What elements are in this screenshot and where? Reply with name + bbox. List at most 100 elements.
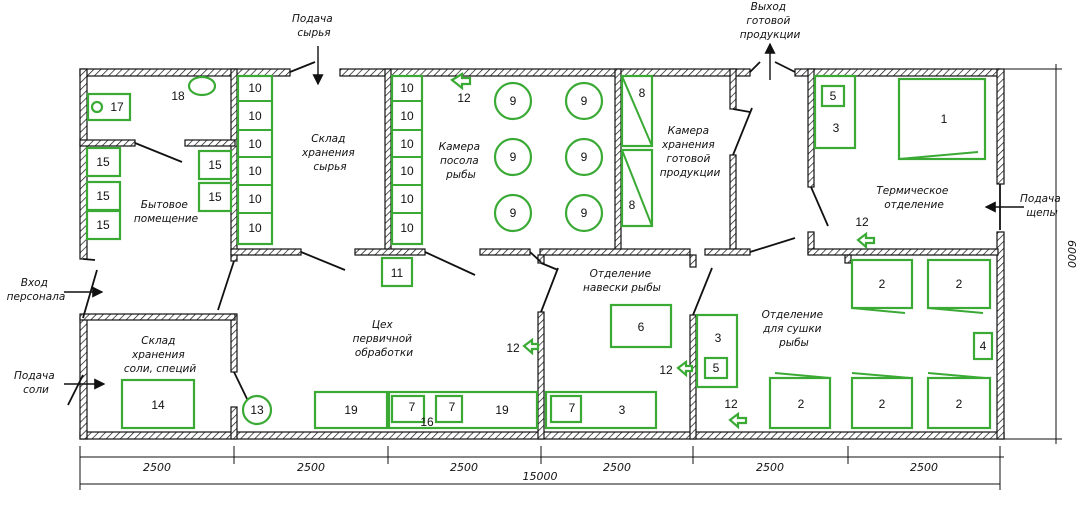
equipment-label-9: 9 bbox=[581, 94, 588, 108]
room-label-line: первичной bbox=[353, 333, 412, 345]
room-label-line: отделение bbox=[884, 199, 944, 211]
equipment-label-9: 9 bbox=[581, 206, 588, 220]
equipment-label-12: 12 bbox=[855, 215, 869, 229]
room-label-line: посола bbox=[440, 155, 479, 167]
equipment-label-2: 2 bbox=[798, 397, 805, 411]
equipment-label-15: 15 bbox=[208, 158, 222, 172]
flow-label-line: соли bbox=[23, 384, 49, 396]
equipment-label-16: 16 bbox=[420, 415, 434, 429]
equipment-label-4: 4 bbox=[980, 339, 987, 353]
equipment-label-13: 13 bbox=[250, 403, 264, 417]
equipment-label-7: 7 bbox=[409, 400, 416, 414]
dimension-segment: 2500 bbox=[143, 461, 171, 474]
room-label-line: сырья bbox=[313, 161, 346, 173]
equipment-label-10: 10 bbox=[248, 137, 262, 151]
equipment-label-10: 10 bbox=[400, 137, 414, 151]
room-thermal-label: Термическое отделение bbox=[876, 185, 951, 211]
equipment-label-3: 3 bbox=[619, 403, 626, 417]
room-label-line: хранения bbox=[301, 147, 355, 159]
room-label-line: навески рыбы bbox=[583, 282, 661, 294]
flow-salt-in-label: Подача соли bbox=[14, 370, 58, 396]
dimension-segment: 2500 bbox=[297, 461, 325, 474]
equipment-label-12: 12 bbox=[659, 363, 673, 377]
room-household-label: Бытовое помещение bbox=[134, 199, 198, 225]
equipment-label-19: 19 bbox=[495, 403, 509, 417]
equipment-label-15: 15 bbox=[96, 189, 110, 203]
room-salt-store-label: Склад хранения соли, специй bbox=[124, 335, 196, 375]
flow-raw-in-label: Подача сырья bbox=[292, 13, 336, 39]
equipment-label-10: 10 bbox=[400, 192, 414, 206]
equipment-label-9: 9 bbox=[510, 206, 517, 220]
equipment-label-2: 2 bbox=[879, 397, 886, 411]
room-label-line: готовой bbox=[666, 153, 710, 165]
equipment-label-9: 9 bbox=[510, 150, 517, 164]
room-label-line: хранения bbox=[131, 349, 185, 361]
room-label-line: для сушки bbox=[762, 323, 822, 335]
room-label-line: Отделение bbox=[762, 309, 823, 321]
room-labels: Склад хранения сырья Камера посола рыбы … bbox=[124, 125, 951, 375]
equipment-label-15: 15 bbox=[96, 155, 110, 169]
flow-label-line: готовой bbox=[746, 15, 790, 27]
equipment-label-10: 10 bbox=[248, 192, 262, 206]
room-label-line: рыбы bbox=[445, 169, 476, 181]
room-label-line: помещение bbox=[134, 213, 198, 225]
room-label-line: Склад bbox=[141, 335, 175, 347]
equipment-label-7: 7 bbox=[569, 401, 576, 415]
room-label-line: Бытовое bbox=[141, 199, 188, 211]
equipment-label-8: 8 bbox=[629, 198, 636, 212]
room-label-line: Термическое bbox=[876, 185, 948, 197]
flow-label-line: персонала bbox=[7, 291, 66, 303]
flow-staff-in-label: Вход персонала bbox=[7, 277, 66, 303]
equipment-label-3: 3 bbox=[715, 331, 722, 345]
equipment-label-5: 5 bbox=[713, 361, 720, 375]
flow-product-out-label: Выход готовой продукции bbox=[740, 1, 801, 41]
dimension-segment: 2500 bbox=[756, 461, 784, 474]
equipment-label-10: 10 bbox=[248, 164, 262, 178]
room-finished-store-label: Камера хранения готовой продукции bbox=[660, 125, 721, 179]
doors bbox=[67, 61, 1001, 406]
room-hanging-label: Отделение навески рыбы bbox=[583, 268, 661, 294]
equipment-label-10: 10 bbox=[248, 221, 262, 235]
equipment-label-3: 3 bbox=[833, 121, 840, 135]
room-label-line: хранения bbox=[661, 139, 715, 151]
flow-label-line: Вход bbox=[21, 277, 48, 289]
equipment-label-14: 14 bbox=[151, 398, 165, 412]
room-label-line: Камера bbox=[439, 141, 480, 153]
flow-label-line: Подача bbox=[292, 13, 333, 25]
equipment-label-15: 15 bbox=[96, 218, 110, 232]
room-label-line: Склад bbox=[311, 133, 345, 145]
room-label-line: Отделение bbox=[590, 268, 651, 280]
room-label-line: Камера bbox=[668, 125, 709, 137]
room-label-line: Цех bbox=[372, 319, 394, 331]
equipment-label-10: 10 bbox=[400, 81, 414, 95]
equipment-label-8: 8 bbox=[639, 86, 646, 100]
equipment-label-5: 5 bbox=[830, 89, 837, 103]
flows: Подача сырья Выход готовой продукции Под… bbox=[7, 1, 1064, 396]
dimension-width: 6000 bbox=[1065, 240, 1078, 268]
flow-label-line: Подача bbox=[1020, 193, 1061, 205]
equipment-label-10: 10 bbox=[400, 221, 414, 235]
dimension-segment: 2500 bbox=[450, 461, 478, 474]
flow-label-line: сырья bbox=[297, 27, 330, 39]
room-label-line: рыбы bbox=[778, 337, 809, 349]
flow-label-line: Подача bbox=[14, 370, 55, 382]
equipment-label-12: 12 bbox=[724, 397, 738, 411]
flow-label-line: щепы bbox=[1026, 207, 1058, 219]
dimension-total-length: 15000 bbox=[523, 470, 558, 483]
equipment-label-9: 9 bbox=[510, 94, 517, 108]
room-label-line: продукции bbox=[660, 167, 721, 179]
equipment-label-9: 9 bbox=[581, 150, 588, 164]
equipment-label-1: 1 bbox=[941, 112, 948, 126]
equipment-label-12: 12 bbox=[457, 91, 471, 105]
room-raw-store-label: Склад хранения сырья bbox=[301, 133, 358, 173]
equipment-label-10: 10 bbox=[248, 81, 262, 95]
flow-label-line: Выход bbox=[751, 1, 786, 13]
equipment-label-10: 10 bbox=[400, 109, 414, 123]
equipment-label-17: 17 bbox=[110, 100, 124, 114]
equipment-label-15: 15 bbox=[208, 190, 222, 204]
equipment-label-18: 18 bbox=[171, 89, 185, 103]
equipment-label-10: 10 bbox=[400, 164, 414, 178]
equipment-label-6: 6 bbox=[638, 320, 645, 334]
flow-chips-in-label: Подача щепы bbox=[1020, 193, 1064, 219]
